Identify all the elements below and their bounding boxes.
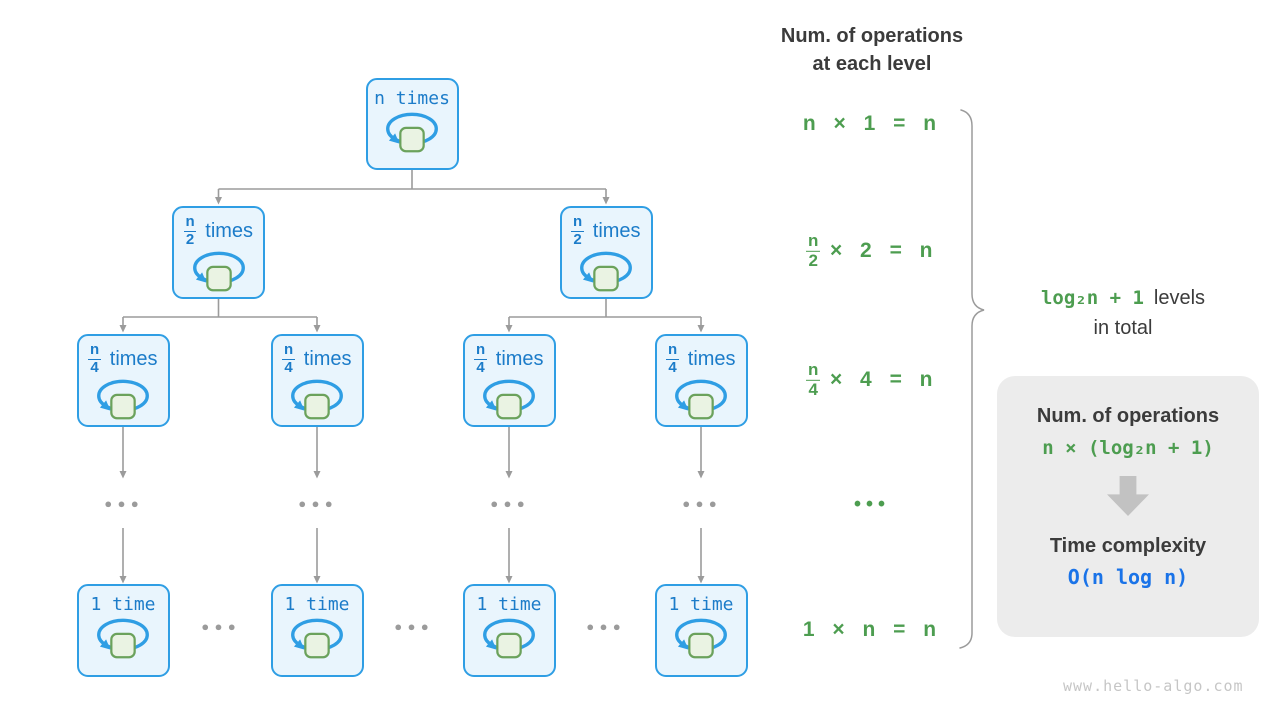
fraction-denominator: 4 <box>282 358 295 376</box>
formula-text: 1 × n = n <box>802 618 942 641</box>
levels-count-formula: log₂n + 1 <box>1040 287 1144 309</box>
times-word: times <box>592 219 641 242</box>
node-label: 1 time <box>668 594 734 615</box>
formula-text: n × 1 = n <box>802 112 942 135</box>
summary-title-operations: Num. of operations <box>1036 405 1220 427</box>
ellipsis-dots: ••• <box>585 618 625 638</box>
down-arrow-icon <box>1107 476 1149 516</box>
operations-header-line1: Num. of operations <box>780 25 964 47</box>
site-watermark: www.hello-algo.com <box>1063 677 1244 695</box>
fraction-numerator: n <box>90 341 100 358</box>
times-word: times <box>687 347 736 370</box>
formula-level-1: n × 1 = n <box>752 112 992 136</box>
fraction-numerator: n <box>284 341 294 358</box>
tree-node-one-3: 1 time <box>462 584 556 677</box>
loop-icon <box>289 616 345 663</box>
summary-operations-formula: n × (log₂n + 1) <box>1042 437 1214 459</box>
loop-icon <box>481 616 537 663</box>
fraction-numerator: n <box>476 341 486 358</box>
fraction-numerator: n <box>808 230 819 250</box>
formula-level-n: 1 × n = n <box>752 618 992 642</box>
loop-icon <box>191 249 247 296</box>
tree-node-root: n times <box>365 78 459 170</box>
ellipsis-dots: ••• <box>681 495 721 515</box>
tree-node-one-4: 1 time <box>654 584 748 677</box>
fraction-numerator: n <box>668 341 678 358</box>
loop-icon <box>578 249 634 296</box>
fraction-numerator: n <box>185 213 195 230</box>
ellipsis-dots: ••• <box>297 495 337 515</box>
times-word: times <box>495 347 544 370</box>
fraction-numerator: n <box>808 359 819 379</box>
fraction-denominator: 4 <box>666 358 679 376</box>
ellipsis-dots: ••• <box>853 493 890 516</box>
operations-header: Num. of operations at each level <box>752 22 992 78</box>
summary-complexity-formula: O(n log n) <box>1067 565 1189 589</box>
fraction-denominator: 4 <box>474 358 487 376</box>
loop-icon <box>289 377 345 424</box>
loop-icon <box>481 377 537 424</box>
formula-ellipsis: ••• <box>752 494 992 517</box>
levels-total-line2: in total <box>1093 317 1153 339</box>
summary-box: Num. of operations n × (log₂n + 1) Time … <box>997 376 1259 637</box>
ellipsis-dots: ••• <box>393 618 433 638</box>
node-label: n times <box>374 88 450 109</box>
loop-icon <box>95 377 151 424</box>
formula-text: × 4 = n <box>829 368 938 391</box>
times-word: times <box>303 347 352 370</box>
fraction-denominator: 4 <box>88 358 101 376</box>
fraction-denominator: 2 <box>183 230 197 248</box>
loop-icon <box>384 110 440 157</box>
loop-icon <box>673 377 729 424</box>
times-word: times <box>205 219 254 242</box>
node-label: 1 time <box>476 594 542 615</box>
fraction-denominator: 4 <box>806 379 820 399</box>
levels-total-label: log₂n + 1 levels in total <box>1018 283 1228 343</box>
formula-text: × 2 = n <box>829 239 938 262</box>
fraction-numerator: n <box>573 213 583 230</box>
levels-word: levels <box>1153 287 1206 309</box>
ellipsis-dots: ••• <box>489 495 529 515</box>
node-label: 1 time <box>284 594 350 615</box>
summary-title-complexity: Time complexity <box>1049 535 1207 557</box>
ellipsis-dots: ••• <box>103 495 143 515</box>
node-label: 1 time <box>90 594 156 615</box>
fraction-denominator: 2 <box>806 250 820 270</box>
operations-header-line2: at each level <box>812 53 932 75</box>
loop-icon <box>95 616 151 663</box>
loop-icon <box>673 616 729 663</box>
times-word: times <box>109 347 158 370</box>
tree-node-one-2: 1 time <box>270 584 364 677</box>
ellipsis-dots: ••• <box>200 618 240 638</box>
tree-node-one-1: 1 time <box>76 584 170 677</box>
fraction-denominator: 2 <box>571 230 584 248</box>
